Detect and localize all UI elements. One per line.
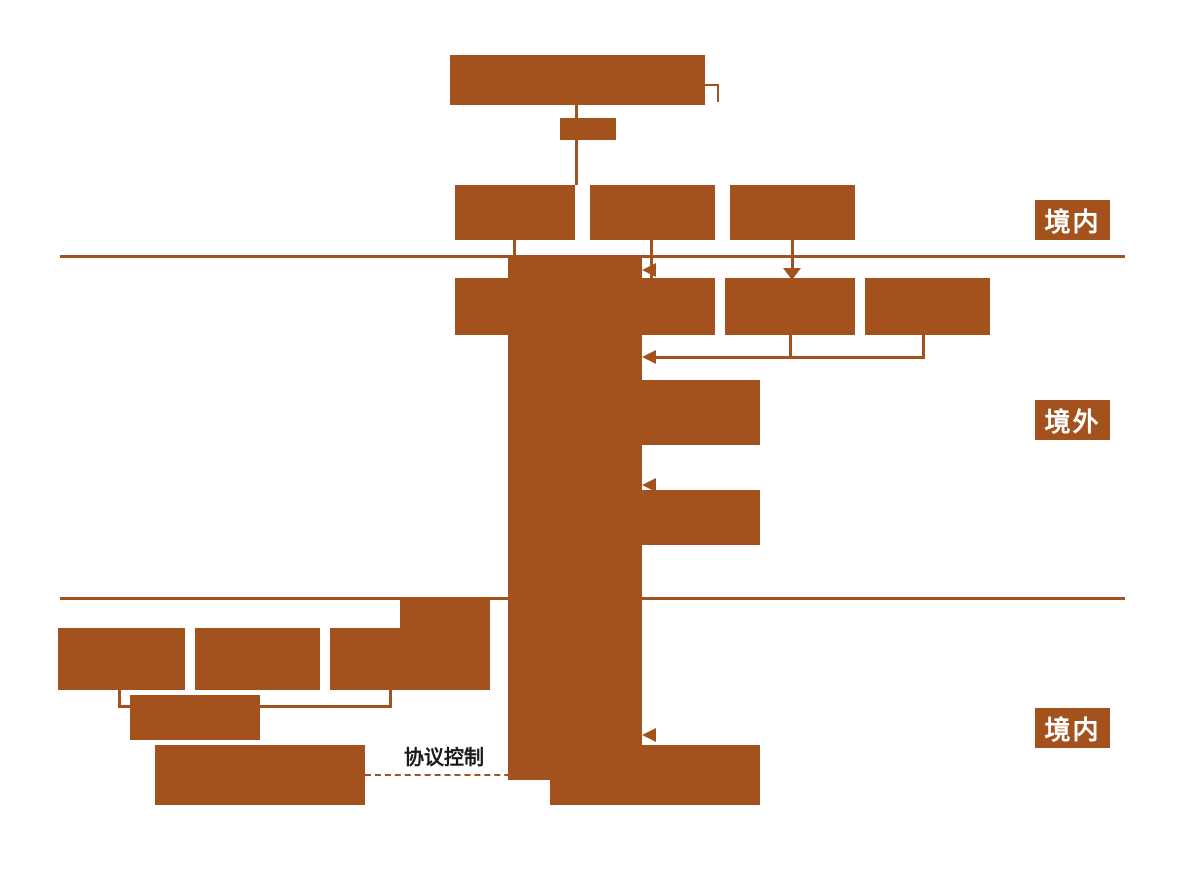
shareholder-box-1 bbox=[455, 185, 575, 240]
separator-line-bottom bbox=[60, 597, 1125, 600]
bracket2-vline-left bbox=[118, 690, 121, 707]
bracket-hline bbox=[655, 356, 925, 359]
connector-vline-b bbox=[650, 240, 653, 278]
central-entity-column bbox=[508, 258, 642, 780]
shareholder-box-2 bbox=[590, 185, 715, 240]
arrow-shaft bbox=[791, 240, 794, 270]
left-arrow-icon-4 bbox=[642, 728, 656, 742]
connector-stub-box bbox=[560, 118, 616, 140]
connector-elbow bbox=[703, 84, 719, 102]
onshore-box-3 bbox=[330, 628, 455, 690]
onshore-mid-box bbox=[130, 695, 260, 740]
shareholder-box-3 bbox=[730, 185, 855, 240]
onshore-bottom-box bbox=[155, 745, 365, 805]
region-badge-bottom: 境内 bbox=[1035, 708, 1110, 748]
bracket2-vline-right bbox=[389, 690, 392, 707]
left-arrow-icon-1 bbox=[642, 263, 656, 277]
subsidiary-box-right-2 bbox=[642, 490, 760, 545]
top-vertical-connector bbox=[575, 105, 578, 185]
contract-control-label: 协议控制 bbox=[404, 745, 484, 769]
left-arrow-icon-3 bbox=[642, 478, 656, 492]
left-arrow-icon-2 bbox=[642, 350, 656, 364]
offshore-holding-box-3 bbox=[865, 278, 990, 335]
top-entity-box bbox=[450, 55, 705, 105]
region-badge-middle: 境外 bbox=[1035, 400, 1110, 440]
region-badge-top: 境内 bbox=[1035, 200, 1110, 240]
contract-control-dashed-line bbox=[365, 774, 550, 776]
onshore-box-2 bbox=[195, 628, 320, 690]
operating-entity-box bbox=[550, 745, 760, 805]
bracket-tick-1 bbox=[789, 335, 792, 358]
onshore-box-1 bbox=[58, 628, 185, 690]
separator-line-top bbox=[60, 255, 1125, 258]
subsidiary-box-right-1 bbox=[642, 380, 760, 445]
offshore-holding-box-2 bbox=[725, 278, 855, 335]
down-arrow-icon bbox=[783, 268, 801, 280]
bracket-tick-2 bbox=[922, 335, 925, 358]
